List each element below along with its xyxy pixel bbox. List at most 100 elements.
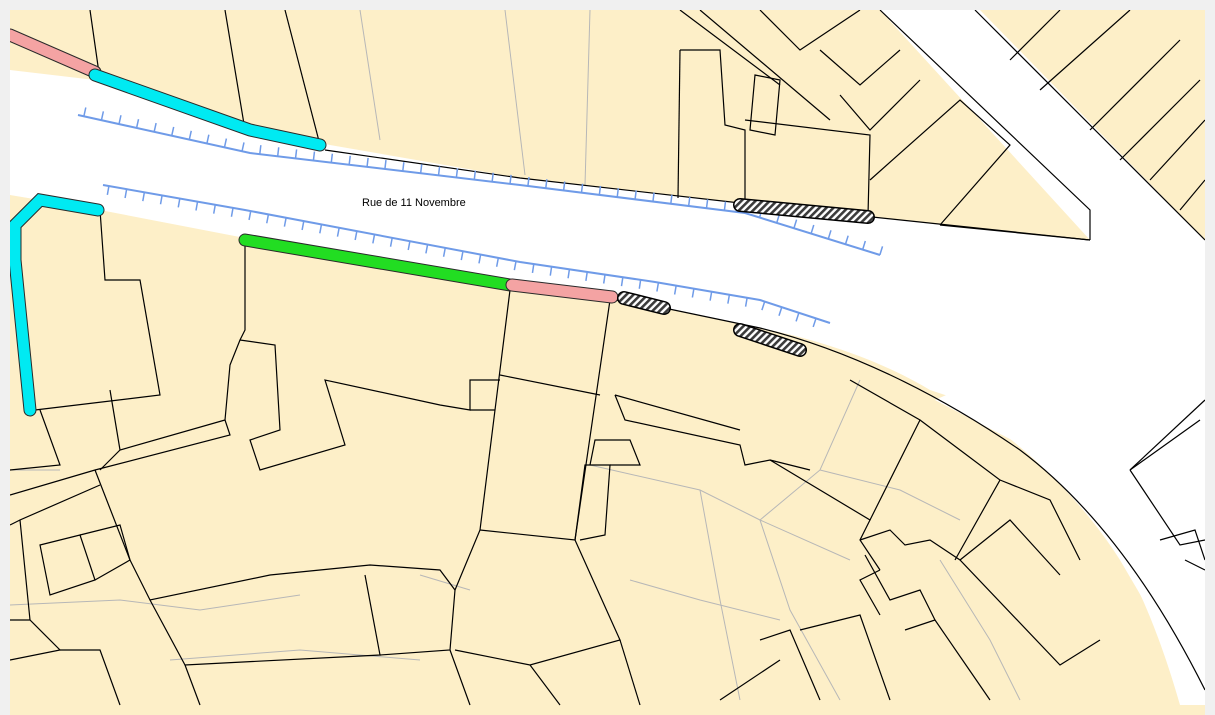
- kerb-tick: [761, 301, 766, 311]
- kerb-tick: [795, 312, 800, 322]
- segment-hatched-right[interactable]: [734, 324, 806, 356]
- sub-parcel-lines: [10, 10, 1021, 701]
- road-rue-du-11-novembre: [10, 10, 1205, 590]
- kerb-tick: [744, 297, 748, 307]
- kerb-tick: [195, 201, 199, 211]
- kerb-tick: [723, 201, 727, 211]
- kerb-tick: [118, 115, 122, 125]
- kerb-tick: [531, 263, 535, 274]
- kerb-tick: [336, 227, 340, 237]
- kerb-tick: [460, 251, 464, 261]
- kerb-tick: [602, 274, 606, 284]
- kerb-tick: [230, 207, 234, 217]
- segment-cyan-top-fill[interactable]: [89, 69, 326, 151]
- kerb-tick: [419, 164, 423, 174]
- highlighted-segments[interactable]: [10, 28, 875, 417]
- kerb-tick: [265, 214, 270, 224]
- kerb-tick: [670, 194, 673, 204]
- kerb-tick: [793, 219, 798, 229]
- segment-pink-mid[interactable]: [506, 279, 618, 303]
- kerb-tick: [709, 291, 713, 301]
- kerb-tick: [652, 192, 655, 202]
- kerb-tick: [248, 210, 252, 221]
- parcel-boundaries: [10, 10, 1205, 706]
- kerb-tick: [354, 231, 358, 241]
- kerb-tick: [727, 294, 731, 304]
- kerb-tick: [879, 246, 884, 256]
- kerb-tick: [638, 279, 642, 289]
- segment-cyan-left[interactable]: [10, 194, 104, 416]
- kerb-tick: [495, 257, 500, 267]
- kerb-tick: [241, 142, 245, 152]
- kerb-tick: [153, 122, 157, 132]
- kerb-tick: [276, 147, 280, 157]
- kerb-tick: [124, 189, 128, 199]
- kerb-tick: [776, 214, 781, 224]
- kerb-tick: [810, 224, 815, 234]
- kerb-tick: [442, 247, 447, 257]
- kerb-tick: [812, 318, 817, 328]
- kerb-tick: [283, 217, 287, 227]
- kerb-tick: [330, 153, 334, 163]
- kerb-tick: [705, 199, 709, 209]
- segment-hatched-top[interactable]: [734, 199, 874, 223]
- kerb-tick: [83, 107, 87, 117]
- kerb-tick: [620, 277, 624, 287]
- kerb-tick: [656, 282, 660, 292]
- kerb-tick: [407, 241, 411, 251]
- kerb-tick: [206, 134, 210, 144]
- kerb-tick: [616, 188, 620, 198]
- kerb-tick: [135, 118, 140, 129]
- kerb-tick: [778, 306, 783, 316]
- kerb-tick: [372, 234, 376, 244]
- kerb-tick: [171, 126, 175, 136]
- kerb-tick: [106, 185, 110, 196]
- kerb-tick: [437, 166, 441, 176]
- kerb-tick: [585, 271, 588, 281]
- segment-pink-top-left-fill[interactable]: [10, 29, 101, 78]
- kerb-tick: [827, 230, 832, 240]
- kerb-tick: [478, 254, 482, 264]
- kerb-tick: [294, 149, 298, 159]
- kerb-tick: [177, 198, 181, 208]
- road-curve: [810, 295, 1205, 705]
- kerb-tick: [100, 111, 105, 121]
- kerb-tick: [301, 220, 305, 231]
- map-viewport[interactable]: Rue de 11 Novembre: [10, 10, 1205, 715]
- kerb-tick: [691, 288, 695, 298]
- kerb-tick: [861, 240, 867, 250]
- kerb-tick: [142, 192, 146, 202]
- kerb-tick: [509, 174, 512, 184]
- kerb-tick: [687, 196, 691, 207]
- segment-green[interactable]: [239, 234, 516, 291]
- kerb-tick: [312, 151, 316, 161]
- kerb-lines: [77, 107, 884, 328]
- kerb-tick: [319, 224, 323, 234]
- kerb-tick: [598, 185, 602, 195]
- kerb-tick: [549, 266, 553, 276]
- kerb-tick: [562, 181, 566, 191]
- kerb-tick: [673, 285, 677, 295]
- kerb-tick: [188, 130, 192, 140]
- kerb-tick: [223, 138, 228, 148]
- kerb-tick: [159, 195, 163, 205]
- street-label: Rue de 11 Novembre: [362, 197, 466, 209]
- kerb-tick: [580, 183, 584, 193]
- kerb-tick: [473, 170, 477, 180]
- kerb-tick: [259, 145, 262, 155]
- kerb-tick: [567, 269, 571, 279]
- kerb-tick: [348, 155, 351, 165]
- segment-hatched-mid[interactable]: [618, 292, 670, 314]
- kerb-tick: [425, 244, 429, 254]
- parcel-map[interactable]: Rue de 11 Novembre: [10, 10, 1205, 715]
- kerb-tick: [455, 168, 459, 178]
- kerb-tick: [491, 172, 494, 182]
- kerb-tick: [212, 204, 217, 214]
- kerb-tick: [513, 261, 517, 271]
- kerb-tick: [527, 176, 530, 187]
- kerb-tick: [384, 159, 387, 170]
- kerb-tick: [634, 190, 637, 200]
- kerb-tick: [366, 157, 369, 167]
- kerb-tick: [545, 179, 548, 189]
- kerb-tick: [844, 235, 849, 245]
